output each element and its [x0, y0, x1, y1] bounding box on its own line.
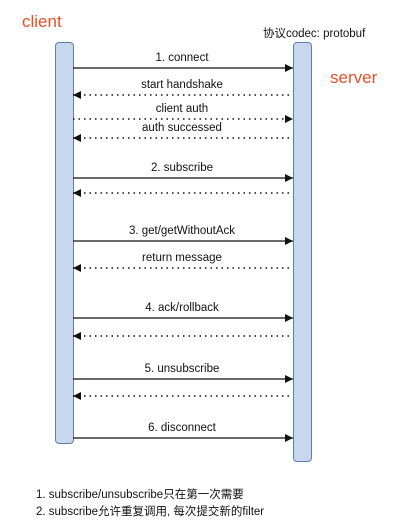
message-label-2: start handshake [141, 79, 223, 91]
message-label-8: return message [142, 252, 222, 264]
message-label-4: auth successed [142, 122, 222, 134]
arrowhead-11 [285, 375, 293, 383]
message-label-7: 3. get/getWithoutAck [128, 225, 236, 237]
message-label-1: 1. connect [155, 52, 209, 64]
message-label-9: 4. ack/rollback [145, 302, 219, 314]
footnote-2: 2. subscribe允许重复调用, 每次提交新的filter [36, 506, 265, 518]
arrowhead-4 [73, 134, 81, 142]
arrowhead-2 [73, 91, 81, 99]
footnotes: 1. subscribe/unsubscribe只在第一次需要 2. subsc… [36, 487, 264, 521]
client-title: client [22, 12, 62, 31]
arrowhead-9 [285, 314, 293, 322]
arrowhead-7 [285, 237, 293, 245]
arrowhead-13 [285, 434, 293, 442]
message-label-3: client auth [155, 103, 209, 115]
client-lifeline [55, 42, 74, 444]
message-label-5: 2. subscribe [150, 162, 214, 174]
footnote-1: 1. subscribe/unsubscribe只在第一次需要 [36, 489, 244, 501]
arrowhead-10 [73, 332, 81, 340]
message-label-13: 6. disconnect [148, 422, 216, 434]
arrowhead-8 [73, 264, 81, 272]
arrowhead-5 [285, 174, 293, 182]
codec-note: 协议codec: protobuf [263, 28, 366, 40]
arrowhead-3 [285, 115, 293, 123]
arrowhead-1 [285, 64, 293, 72]
message-label-11: 5. unsubscribe [144, 363, 220, 375]
arrowhead-6 [73, 189, 81, 197]
server-title: server [330, 68, 378, 87]
arrowhead-12 [73, 392, 81, 400]
server-lifeline [293, 42, 312, 462]
